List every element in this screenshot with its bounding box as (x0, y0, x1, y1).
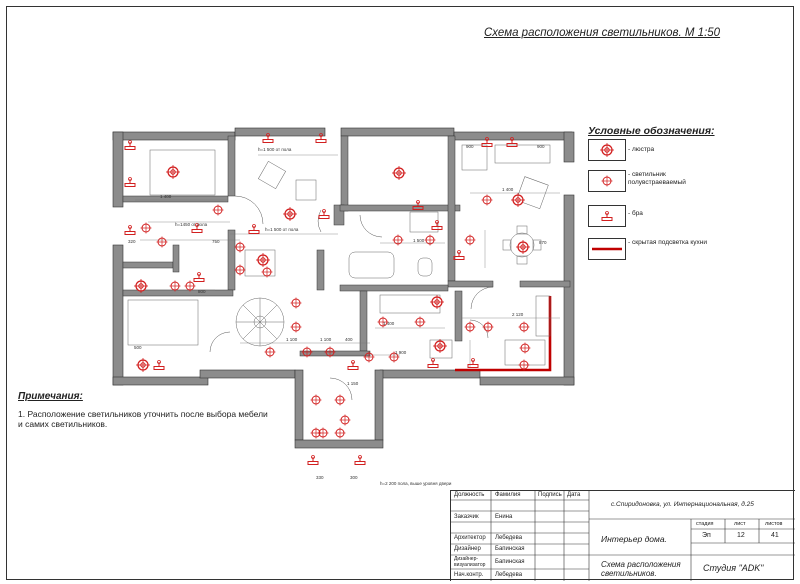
outer-walls (112, 127, 575, 449)
legend-title: Условные обозначения: (588, 125, 715, 137)
notes-text: 1. Расположение светильников уточнить по… (18, 409, 268, 429)
drawing-title: Схема расположения светильников. М 1:50 (484, 27, 721, 39)
dim-label: 1 100 (320, 337, 332, 342)
tb-head-sign: Подпись (538, 492, 562, 498)
legend-chandelier-label: - люстра (628, 146, 655, 153)
legend-sconce-box (588, 205, 626, 227)
tb-studio: Студия "ADK" (703, 563, 764, 573)
notes-title: Примечания: (18, 391, 83, 402)
tb-stage-label: стадия (696, 521, 714, 527)
dim-label: 1 500 (413, 238, 425, 243)
dim-label: 900 (537, 144, 545, 149)
tb-head-date: Дата (567, 492, 581, 498)
dimension-lines (135, 154, 560, 368)
legend-strip-box (588, 238, 626, 260)
tb-row-surname: Лебедева (495, 572, 523, 578)
dim-label: 400 (345, 337, 353, 342)
dim-label: 500 (134, 345, 142, 350)
tb-stage: Эп (702, 532, 711, 539)
dim-label: 750 (212, 239, 220, 244)
dim-label: h=1 500 от пола (265, 227, 299, 232)
dimension-labels: 1 400 h=1 500 от пола h=1 500 от пола h=… (128, 144, 547, 486)
legend-ceiling-light-label: - светильник полувстраеваемый (628, 171, 686, 186)
tb-row-surname: Лебедева (495, 535, 523, 541)
inner-walls (122, 135, 571, 357)
tb-row-surname: Енина (495, 514, 513, 520)
dim-label: 1 900 (395, 350, 407, 355)
tb-sheets: 41 (771, 532, 779, 539)
dim-label: 300 (350, 475, 358, 480)
legend-chandelier-box (588, 139, 626, 161)
dim-label: 1 100 (286, 337, 298, 342)
tb-row-surname: Бапинская (495, 546, 525, 552)
tb-row-surname: Бапинская (495, 559, 525, 565)
tb-row-position: Дизайнер (454, 546, 481, 552)
doors (209, 195, 494, 401)
dim-label: 320 (128, 239, 136, 244)
legend-ceiling-light-box (588, 170, 626, 192)
dim-label: 2 120 (512, 312, 524, 317)
dim-label: 1 150 (347, 381, 359, 386)
legend-strip-label: - скрытая подсветка кухни (628, 239, 708, 246)
tb-row-position: Дизайнер-визуализатор (454, 556, 486, 568)
dim-label: 900 (466, 144, 474, 149)
tb-row-position: Архитектор (454, 535, 486, 541)
dim-label: h=1450 от пола (175, 222, 208, 227)
tb-address: с.Спиридоновка, ул. Интернациональная, д… (611, 501, 754, 508)
legend-sconce-label: - бра (628, 210, 643, 217)
tb-sheets-label: листов (765, 521, 783, 527)
title-block: Должность Фамилия Подпись Дата Заказчик … (450, 490, 795, 581)
tb-project: Интерьер дома. (601, 534, 667, 544)
dim-label: 330 (316, 475, 324, 480)
tb-row-position: Нач.контр. (454, 572, 484, 578)
dim-label: 1 400 (502, 187, 514, 192)
ceiling-light-markers (140, 194, 531, 439)
tb-row-position: Заказчик (454, 514, 479, 520)
dim-label: 800 (198, 289, 206, 294)
dim-label: 1 400 (383, 321, 395, 326)
drawing-frame (6, 6, 794, 580)
tb-sheet-label: лист (734, 521, 746, 527)
tb-sheet-title: Схема расположения светильников. (601, 560, 681, 578)
dim-label: h=1 500 от пола (258, 147, 292, 152)
dim-label: h=2 200 пола, выше уровня двери (380, 481, 452, 486)
dim-label: 1 400 (160, 194, 172, 199)
dim-label: 870 (539, 240, 547, 245)
tb-sheet: 12 (737, 532, 745, 539)
tb-head-surname: Фамилия (495, 492, 521, 498)
furniture (127, 144, 551, 366)
tb-head-position: Должность (454, 492, 485, 498)
